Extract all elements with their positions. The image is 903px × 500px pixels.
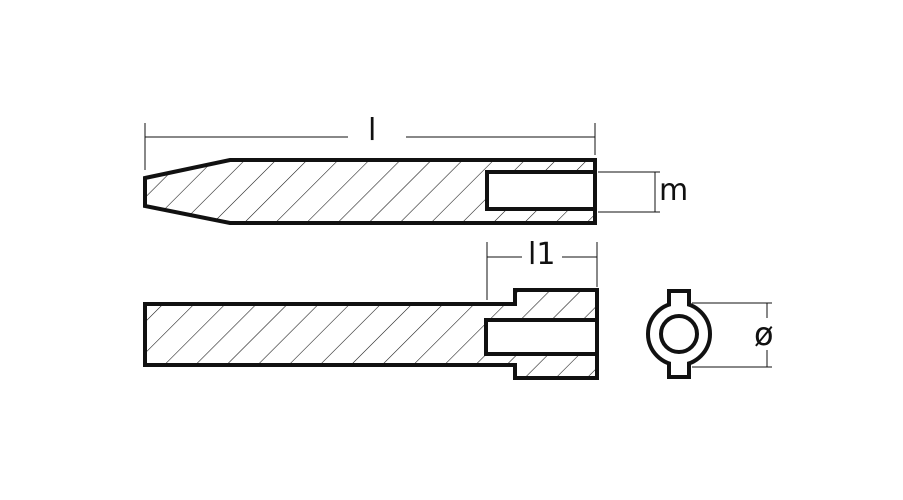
end-view-ring bbox=[646, 289, 712, 379]
dimension-m bbox=[598, 171, 660, 213]
label-step-length: l1 bbox=[528, 237, 556, 272]
top-key-mask bbox=[671, 299, 687, 309]
bottom-view-rod bbox=[143, 288, 599, 380]
dimension-l1 bbox=[486, 242, 598, 300]
bottom-key-mask bbox=[671, 359, 687, 369]
top-rod-outline bbox=[143, 158, 597, 225]
top-view-rod bbox=[143, 158, 597, 225]
label-bore-depth: m bbox=[659, 173, 689, 208]
bottom-rod-outline bbox=[143, 288, 599, 380]
bottom-bore-outline bbox=[484, 318, 597, 356]
bottom-bore-fill bbox=[486, 320, 597, 354]
top-bore-outline bbox=[485, 170, 595, 211]
label-length: l bbox=[368, 113, 377, 148]
label-diameter: ø bbox=[752, 315, 776, 353]
inner-bore bbox=[659, 314, 699, 354]
dimension-l bbox=[144, 123, 596, 170]
top-bore-fill bbox=[487, 172, 595, 209]
